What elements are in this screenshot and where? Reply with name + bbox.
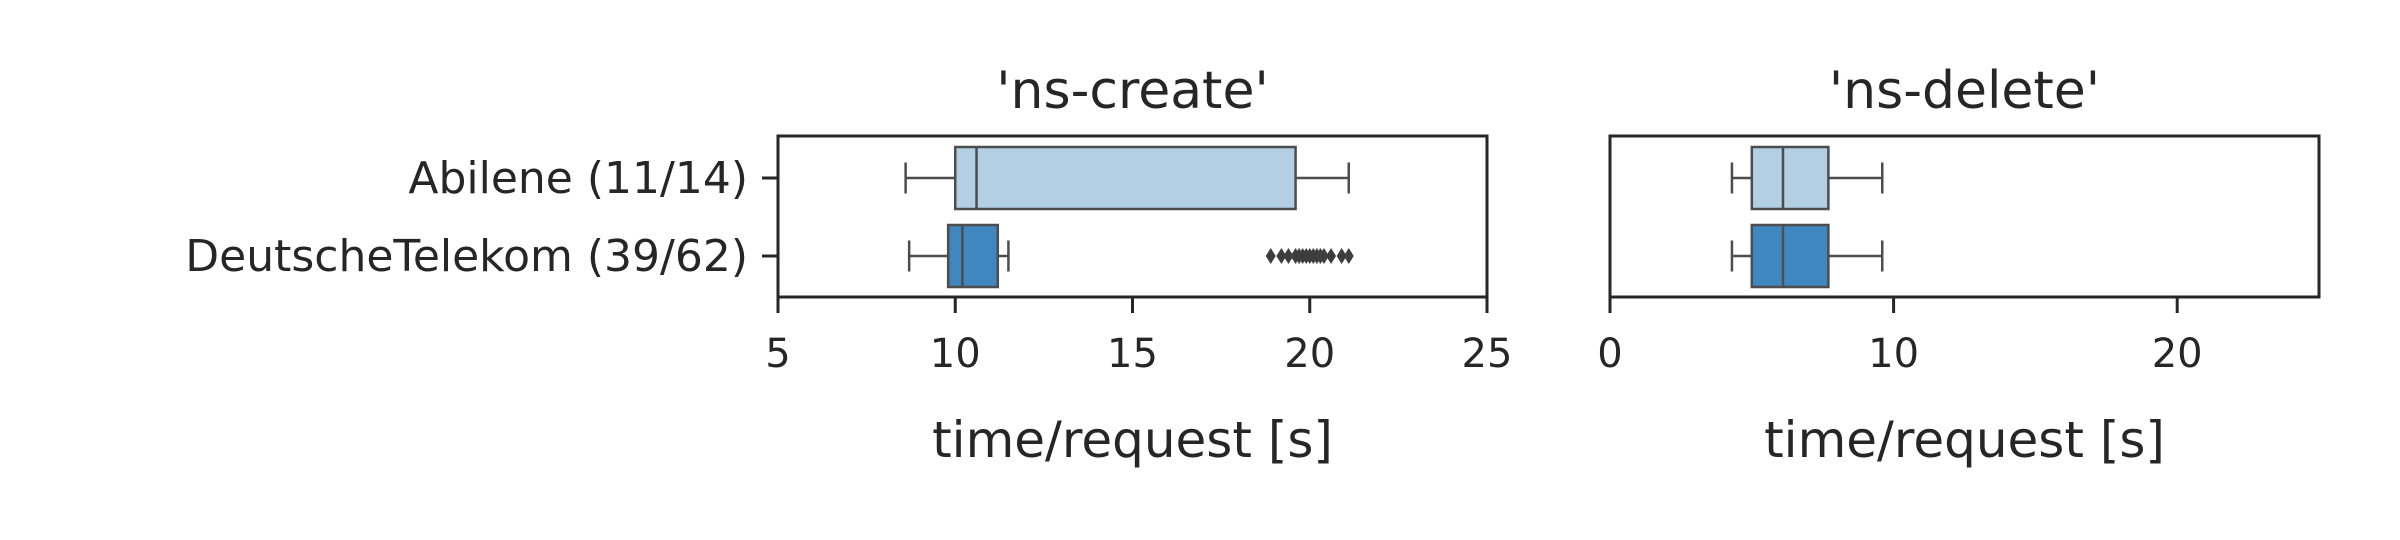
- outlier-point: [1318, 248, 1329, 264]
- box-2: [907, 223, 1354, 289]
- y-tick-label: DeutscheTelekom (39/62): [185, 231, 748, 282]
- iqr-box: [954, 145, 1297, 211]
- x-tick-label: 10: [1868, 331, 1919, 377]
- box-1: [904, 145, 1350, 211]
- chart-title: 'ns-delete': [1829, 61, 2100, 121]
- outlier-point: [1326, 248, 1337, 264]
- x-tick-label: 20: [1284, 331, 1335, 377]
- outlier-point: [1265, 248, 1276, 264]
- chart-title: 'ns-create': [996, 61, 1268, 121]
- chart-panels: 5 10 15 20 25 'ns-create' time/request [s] Abil…: [185, 61, 2321, 469]
- iqr-box: [946, 223, 1000, 289]
- x-axis-label: time/request [s]: [932, 411, 1333, 469]
- iqr-box: [1750, 145, 1830, 211]
- iqr-box: [1750, 223, 1830, 289]
- outlier-point: [1276, 248, 1287, 264]
- x-tick-label: 15: [1107, 331, 1158, 377]
- chart-panel-2: 0 10 20 'ns-delete' time/request [s]: [1597, 61, 2321, 469]
- x-axis-label: time/request [s]: [1764, 411, 2165, 469]
- y-tick-label: Abilene (11/14): [408, 153, 748, 204]
- x-tick-label: 20: [2152, 331, 2203, 377]
- x-tick-label: 25: [1462, 331, 1513, 377]
- box-2: [1730, 223, 1884, 289]
- x-tick-label: 0: [1597, 331, 1622, 377]
- x-tick-label: 5: [765, 331, 790, 377]
- outlier-point: [1343, 248, 1354, 264]
- chart-panel-1: 5 10 15 20 25 'ns-create' time/request [s] Abil…: [185, 61, 1512, 469]
- axes-frame: [1608, 134, 2321, 299]
- box-1: [1730, 145, 1884, 211]
- outlier-point: [1283, 248, 1294, 264]
- x-tick-label: 10: [930, 331, 981, 377]
- outlier-point: [1336, 248, 1347, 264]
